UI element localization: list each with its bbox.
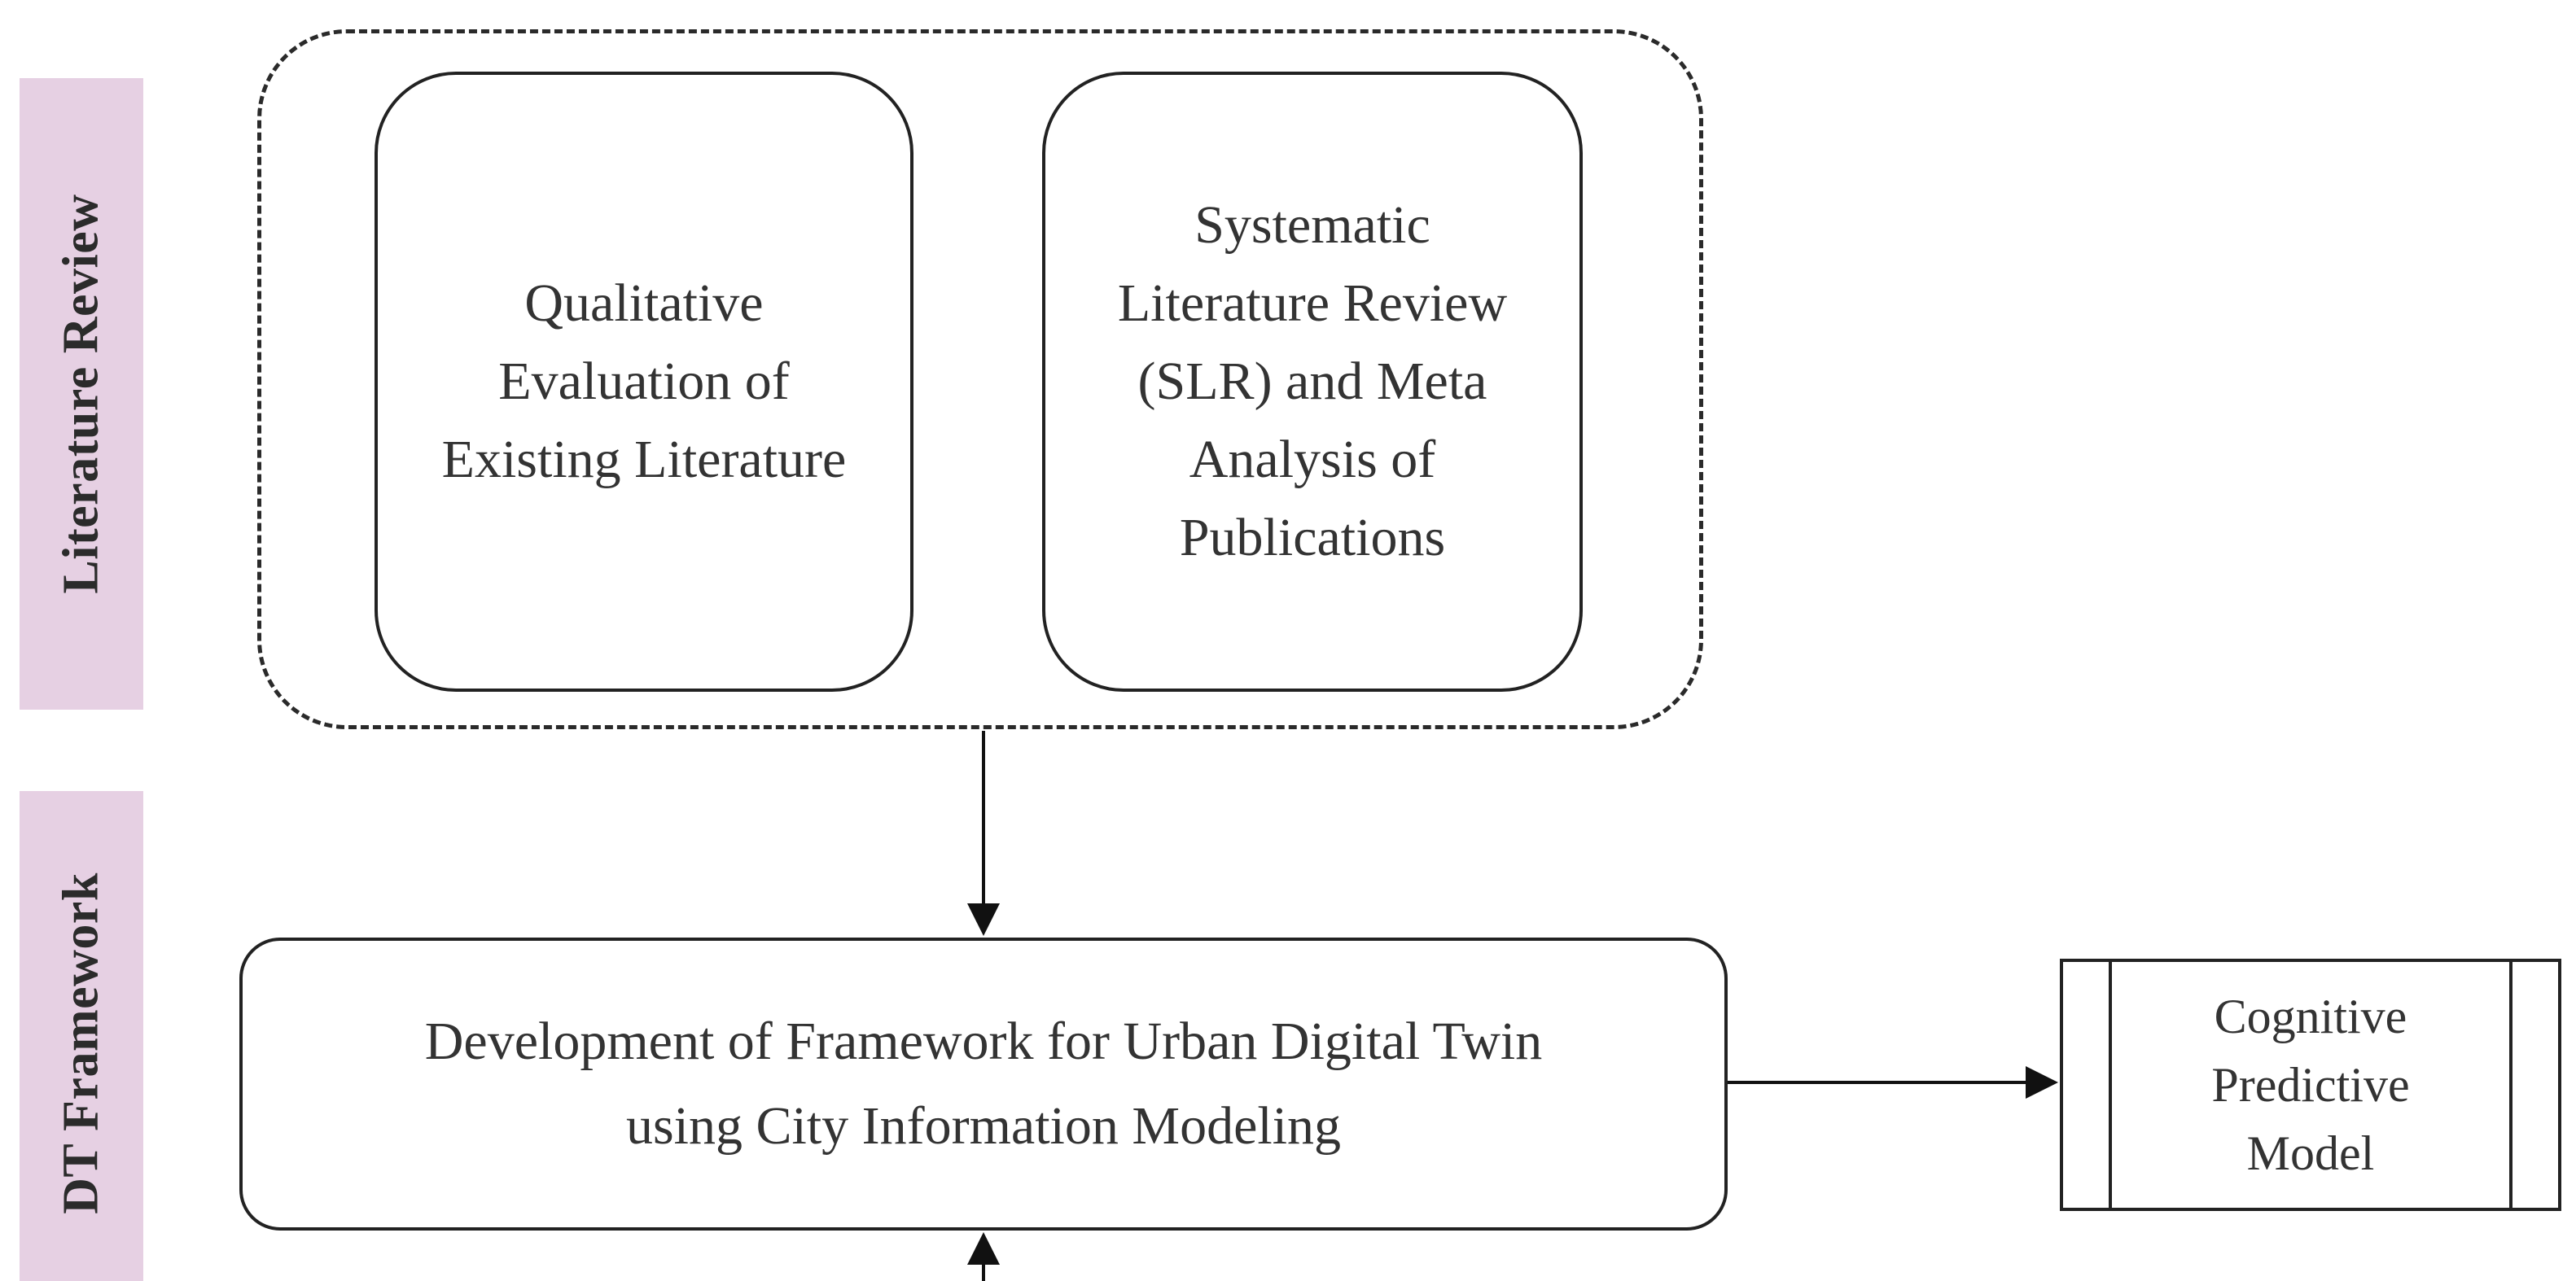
cognitive-model-right-bar xyxy=(2509,962,2512,1208)
systematic-review-box: Systematic Literature Review (SLR) and M… xyxy=(1042,72,1583,692)
cognitive-model-text: Cognitive Predictive Model xyxy=(2211,990,2410,1180)
qualitative-evaluation-box: Qualitative Evaluation of Existing Liter… xyxy=(375,72,913,692)
lane-dt-framework: DT Framework xyxy=(20,791,143,1281)
cognitive-model-box: Cognitive Predictive Model xyxy=(2060,959,2561,1211)
qualitative-evaluation-text: Qualitative Evaluation of Existing Liter… xyxy=(441,273,847,489)
cognitive-model-left-bar xyxy=(2109,962,2112,1208)
systematic-review-text: Systematic Literature Review (SLR) and M… xyxy=(1117,195,1508,567)
development-box: Development of Framework for Urban Digit… xyxy=(239,938,1728,1231)
development-text: Development of Framework for Urban Digit… xyxy=(424,1012,1543,1156)
lane-literature-review: Literature Review xyxy=(20,78,143,710)
literature-review-group xyxy=(257,29,1703,729)
